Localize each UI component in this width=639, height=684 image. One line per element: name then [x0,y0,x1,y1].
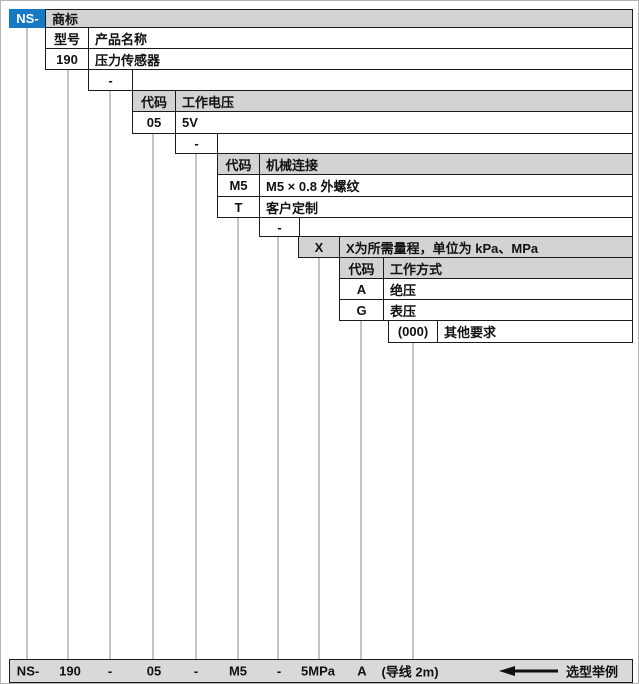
connector-line-brand [26,27,28,659]
connector-line-dash1 [109,90,111,659]
model-header-code: 型号 [46,28,89,48]
example-part: M5 [228,663,248,679]
other-label: 其他要求 [444,325,497,340]
other-row: (000) 其他要求 [388,320,633,343]
separator-row-2: - [175,133,633,154]
mechanical-code: T [218,197,260,217]
arrow-left-icon [499,666,515,676]
example-bar: NS- 190 - 05 - M5 - 5MPa A (导线 2m) 选型举例 [9,659,633,683]
mode-label: 绝压 [390,282,417,298]
example-part: A [357,663,367,679]
brand-prefix-box: NS- [9,9,46,28]
arrow-shaft [514,669,558,673]
separator-cell: - [260,218,300,236]
connector-line-model [67,69,69,659]
voltage-header-code: 代码 [133,91,176,111]
mechanical-row-m5: M5 M5 × 0.8 外螺纹 [217,174,633,197]
model-row: 190 压力传感器 [45,48,633,70]
empty-cell [218,134,632,153]
connector-line-voltage [152,133,154,659]
connector-line-dash3 [277,236,279,659]
voltage-header-row: 代码 工作电压 [132,90,633,112]
mode-code: A [340,279,384,299]
connector-line-mode [360,320,362,659]
range-row: X X为所需量程，单位为 kPa、MPa [298,236,633,258]
model-header-label: 产品名称 [95,31,148,47]
model-label: 压力传感器 [95,52,161,68]
mode-code: G [340,300,384,320]
range-code: X [299,237,340,257]
example-part: 190 [59,663,81,679]
separator-cell: - [176,134,218,153]
mode-header-row: 代码 工作方式 [339,257,633,279]
separator-cell: - [89,70,133,90]
mode-label: 表压 [390,303,417,319]
empty-cell [300,218,632,236]
mechanical-header-label: 机械连接 [266,157,319,173]
separator-row-3: - [259,217,633,237]
example-part: (导线 2m) [381,664,439,680]
mechanical-code: M5 [218,175,260,196]
other-code: (000) [389,321,438,342]
voltage-row: 05 5V [132,111,633,134]
mode-header-label: 工作方式 [390,261,443,277]
connector-line-other [412,342,414,659]
example-part: - [107,663,113,679]
example-caption: 选型举例 [566,664,619,680]
voltage-code: 05 [133,112,176,133]
mechanical-label: M5 × 0.8 外螺纹 [266,179,360,194]
example-part: 05 [146,663,162,679]
brand-label: 商标 [52,12,79,27]
connector-line-range [318,257,320,659]
brand-row: 商标 [45,9,633,28]
connector-line-dash2 [195,153,197,659]
mechanical-label: 客户定制 [266,200,319,216]
model-code: 190 [46,49,89,69]
model-header-row: 型号 产品名称 [45,27,633,49]
mode-header-code: 代码 [340,258,384,278]
brand-prefix: NS- [16,11,39,26]
mechanical-header-code: 代码 [218,154,260,174]
mechanical-header-row: 代码 机械连接 [217,153,633,175]
example-part: 5MPa [301,663,335,679]
voltage-header-label: 工作电压 [182,94,235,110]
mode-row-g: G 表压 [339,299,633,321]
example-part: - [276,663,282,679]
voltage-label: 5V [182,115,198,130]
range-label: X为所需量程，单位为 kPa、MPa [346,240,539,256]
example-part: - [193,663,199,679]
mode-row-a: A 绝压 [339,278,633,300]
separator-row-1: - [88,69,633,91]
example-part: NS- [16,663,40,679]
connector-line-mechanical [237,217,239,659]
empty-cell [133,70,632,90]
mechanical-row-t: T 客户定制 [217,196,633,218]
